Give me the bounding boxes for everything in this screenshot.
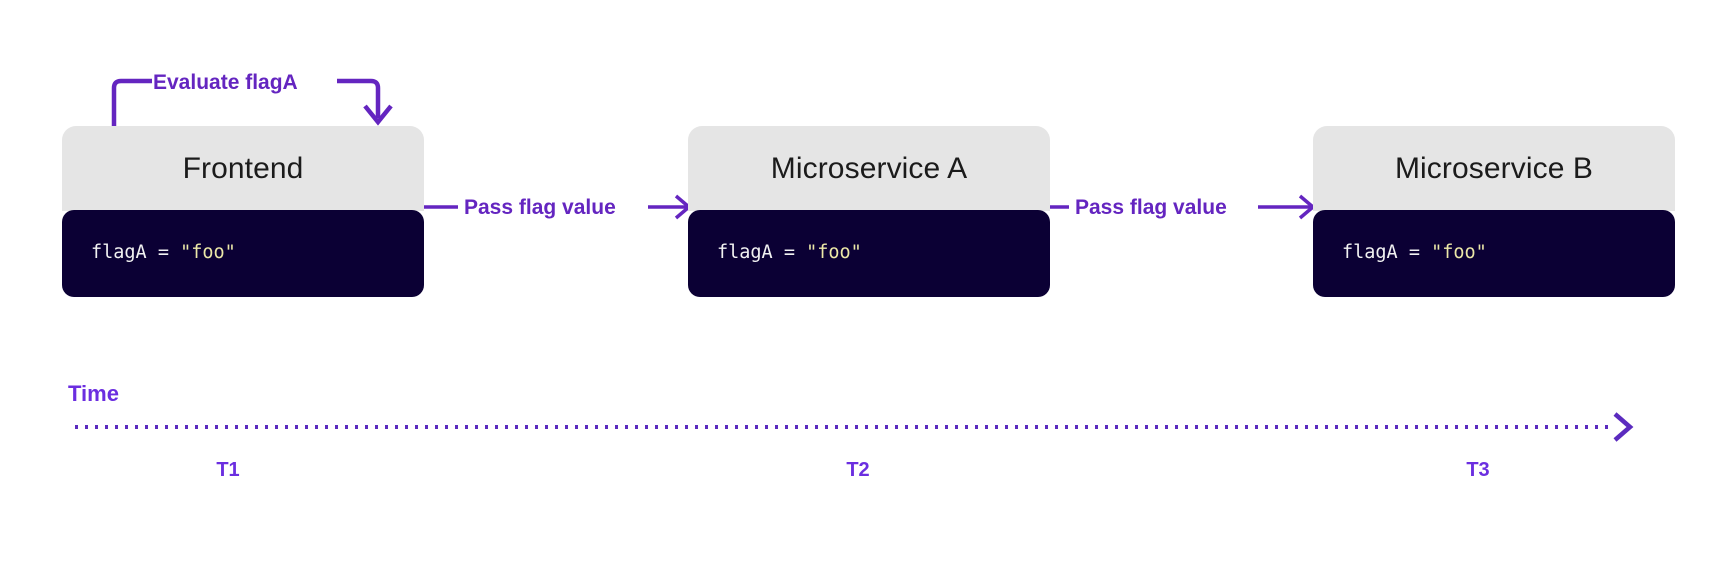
code-assignment: flagA =: [91, 242, 181, 264]
code-string-value: "foo": [806, 242, 862, 264]
code-line: flagA = "foo": [91, 244, 236, 263]
code-line: flagA = "foo": [717, 244, 862, 263]
service-node-frontend: Frontend flagA = "foo": [62, 126, 424, 297]
service-node-microservice-a: Microservice A flagA = "foo": [688, 126, 1050, 297]
code-string-value: "foo": [1431, 242, 1487, 264]
annotation-evaluate-flag: Evaluate flagA: [153, 71, 298, 94]
node-title: Frontend: [182, 151, 304, 185]
node-code-block-microservice-b: flagA = "foo": [1313, 210, 1675, 297]
timeline-label: Time: [68, 381, 119, 406]
timeline-tick-t2: T2: [846, 459, 870, 481]
annotation-pass-flag-value-1: Pass flag value: [464, 196, 616, 219]
timeline-axis: [75, 412, 1634, 442]
timeline-tick-t1: T1: [216, 459, 240, 481]
node-header-microservice-a: Microservice A: [688, 126, 1050, 211]
node-title: Microservice B: [1394, 151, 1594, 185]
code-line: flagA = "foo": [1342, 244, 1487, 263]
code-assignment: flagA =: [717, 242, 807, 264]
node-code-block-frontend: flagA = "foo": [62, 210, 424, 297]
service-node-microservice-b: Microservice B flagA = "foo": [1313, 126, 1675, 297]
node-title: Microservice A: [770, 151, 968, 185]
annotation-pass-flag-value-2: Pass flag value: [1075, 196, 1227, 219]
code-assignment: flagA =: [1342, 242, 1432, 264]
timeline-tick-t3: T3: [1466, 459, 1490, 481]
code-string-value: "foo": [180, 242, 236, 264]
node-code-block-microservice-a: flagA = "foo": [688, 210, 1050, 297]
node-header-frontend: Frontend: [62, 126, 424, 211]
node-header-microservice-b: Microservice B: [1313, 126, 1675, 211]
